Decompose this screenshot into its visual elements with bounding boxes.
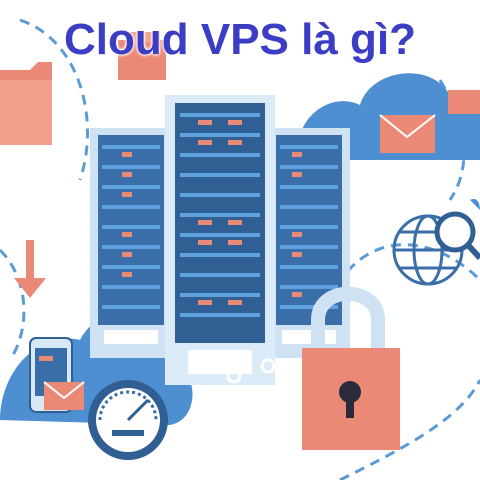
padlock-icon — [302, 286, 400, 450]
down-arrow-icon — [14, 240, 46, 298]
key-icon — [226, 358, 276, 384]
folder-icon — [118, 32, 166, 80]
speedometer-icon — [88, 380, 168, 460]
envelope-icon — [379, 90, 480, 153]
folder-icon — [0, 62, 52, 145]
page-title: Cloud VPS là gì? — [63, 15, 417, 64]
magnifier-icon — [434, 198, 480, 261]
server-slots — [102, 113, 338, 317]
envelope-icon — [43, 381, 85, 410]
